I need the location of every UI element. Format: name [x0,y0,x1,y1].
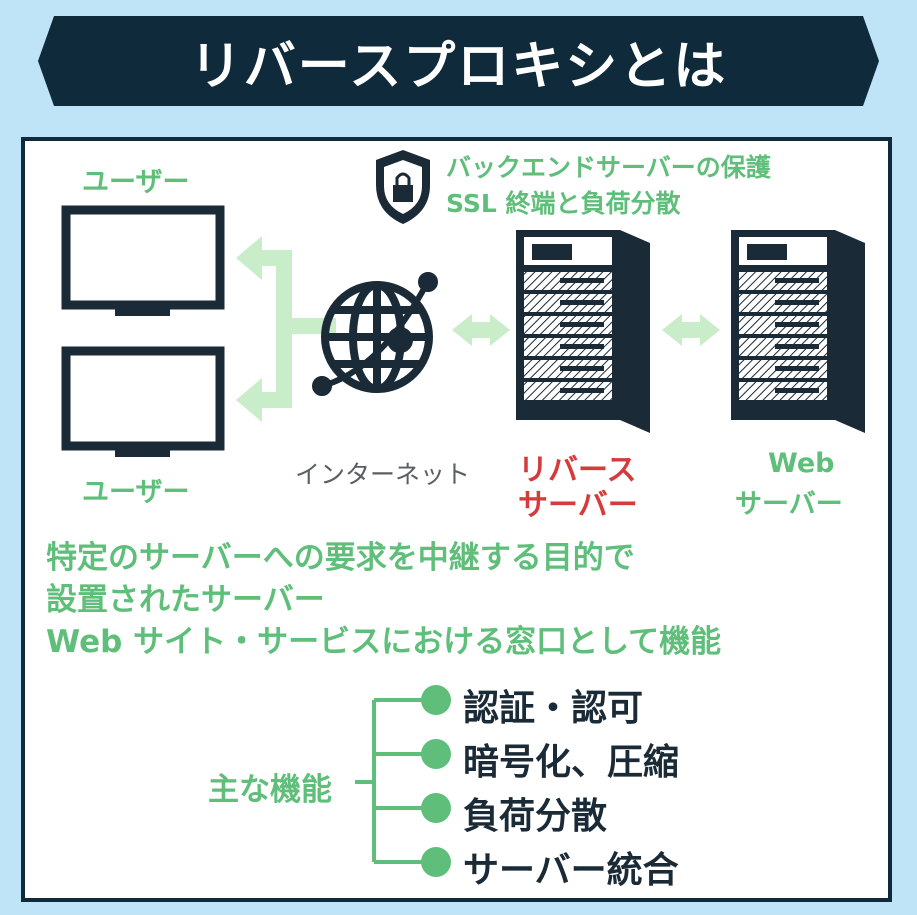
web-server-label-line2: サーバー [735,489,843,520]
user-top-label: ユーザー [82,167,190,198]
function-item: 認証・認可 [463,688,644,729]
web-server-icon [731,230,865,433]
proxy-web-arrow [662,314,720,346]
monitor-top-icon [61,205,225,316]
reverse-server-icon [516,230,650,433]
reverse-server-label-line1: リバース [518,453,637,488]
page-title: リバースプロキシとは [189,36,728,97]
description-line1: 特定のサーバーへの要求を中継する目的で [46,540,635,576]
security-note-line2: SSL 終端と負荷分散 [446,189,681,218]
reverse-server-label-line2: サーバー [518,488,638,523]
description-line3: Web サイト・サービスにおける窓口として機能 [46,624,722,660]
function-bullet-icon [421,847,451,877]
title-banner: リバースプロキシとは [38,16,879,106]
description-line2: 設置されたサーバー [46,582,325,618]
function-item: 暗号化、圧縮 [463,742,680,783]
monitor-bottom-icon [61,346,225,457]
user-branch-arrow [236,236,336,422]
globe-icon [312,272,438,396]
web-server-label-line1: Web [768,448,835,479]
function-tree-lines [355,698,430,864]
security-note-line1: バックエンドサーバーの保護 [446,153,771,182]
function-item: サーバー統合 [463,850,679,891]
function-bullet-icon [421,685,451,715]
function-bullet-icon [421,793,451,823]
shield-lock-icon [376,150,430,224]
functions-label: 主な機能 [208,772,332,808]
function-item: 負荷分散 [463,796,608,837]
internet-proxy-arrow [452,314,510,346]
user-bottom-label: ユーザー [82,477,190,508]
function-bullet-icon [421,739,451,769]
internet-label: インターネット [295,460,471,489]
